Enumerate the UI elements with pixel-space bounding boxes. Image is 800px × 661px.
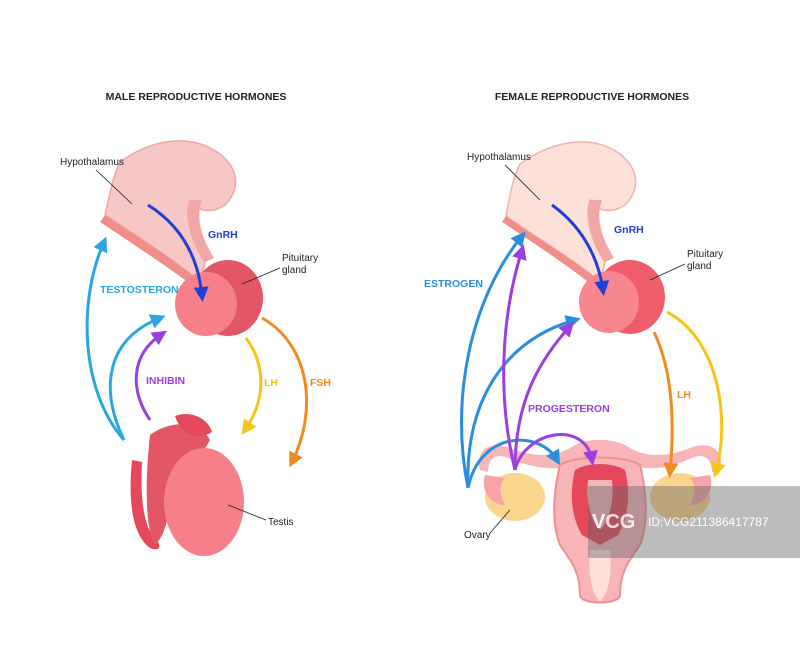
female-progesteron-label: PROGESTERON: [528, 403, 610, 415]
male-gnrh-label: GnRH: [208, 229, 238, 241]
male-testis-shape: [130, 413, 244, 556]
female-pituitary-label-1: Pituitary: [687, 249, 723, 260]
male-lh-label: LH: [264, 377, 278, 389]
male-hypothalamus-shape: [100, 140, 237, 290]
male-testosteron-label: TESTOSTERON: [100, 284, 179, 296]
female-estrogen-arrow-1: [460, 231, 526, 489]
female-progesteron-arrow-1: [502, 244, 527, 471]
male-testis-pointer: [227, 504, 267, 521]
male-pituitary-label-1: Pituitary: [282, 253, 318, 264]
female-title: FEMALE REPRODUCTIVE HORMONES: [495, 91, 689, 103]
female-uterus-shape: [479, 439, 721, 604]
male-hypothalamus-label: Hypothalamus: [60, 157, 124, 168]
female-gnrh-label: GnRH: [614, 224, 644, 236]
female-hypothalamus-label: Hypothalamus: [467, 152, 531, 163]
female-hypothalamus-shape: [502, 141, 637, 290]
female-lh-arrow: [652, 331, 679, 478]
male-testis-label: Testis: [268, 517, 294, 528]
male-title: MALE REPRODUCTIVE HORMONES: [106, 91, 287, 103]
watermark: VCG ID:VCG211386417787: [588, 486, 800, 558]
male-gnrh-arrow: [147, 203, 209, 302]
female-pituitary-pointer: [649, 263, 686, 281]
male-testosteron-arrow-2: [108, 314, 166, 441]
male-hypothalamus-pointer: [95, 169, 133, 205]
male-testosteron-arrow: [85, 236, 126, 441]
watermark-id: ID:VCG211386417787: [648, 515, 769, 529]
female-ovary-label: Ovary: [464, 530, 491, 541]
watermark-brand: VCG: [592, 511, 635, 533]
male-fsh-arrow: [261, 316, 309, 468]
female-pituitary-shape: [579, 260, 665, 334]
female-estrogen-label: ESTROGEN: [424, 278, 483, 290]
male-inhibin-label: INHIBIN: [146, 375, 185, 387]
male-inhibin-arrow: [134, 330, 168, 421]
male-pituitary-shape: [175, 260, 263, 336]
female-hypothalamus-pointer: [504, 164, 541, 201]
female-pituitary-label-2: gland: [687, 261, 711, 272]
female-right-ovary-shape: [650, 473, 712, 521]
female-ovary-pointer: [489, 509, 511, 534]
female-lh-label: LH: [677, 389, 691, 401]
male-fsh-label: FSH: [310, 377, 331, 389]
male-pituitary-label-2: gland: [282, 265, 306, 276]
male-lh-arrow: [241, 337, 263, 435]
female-left-ovary-shape: [483, 473, 545, 521]
female-lh-arrow-2: [666, 310, 726, 478]
female-progesteron-arrow-2: [513, 321, 574, 471]
female-gnrh-arrow: [551, 203, 610, 296]
male-pituitary-pointer: [241, 267, 281, 285]
female-estrogen-arrow-2: [466, 315, 581, 489]
female-progesteron-arrow-3: [513, 433, 598, 471]
